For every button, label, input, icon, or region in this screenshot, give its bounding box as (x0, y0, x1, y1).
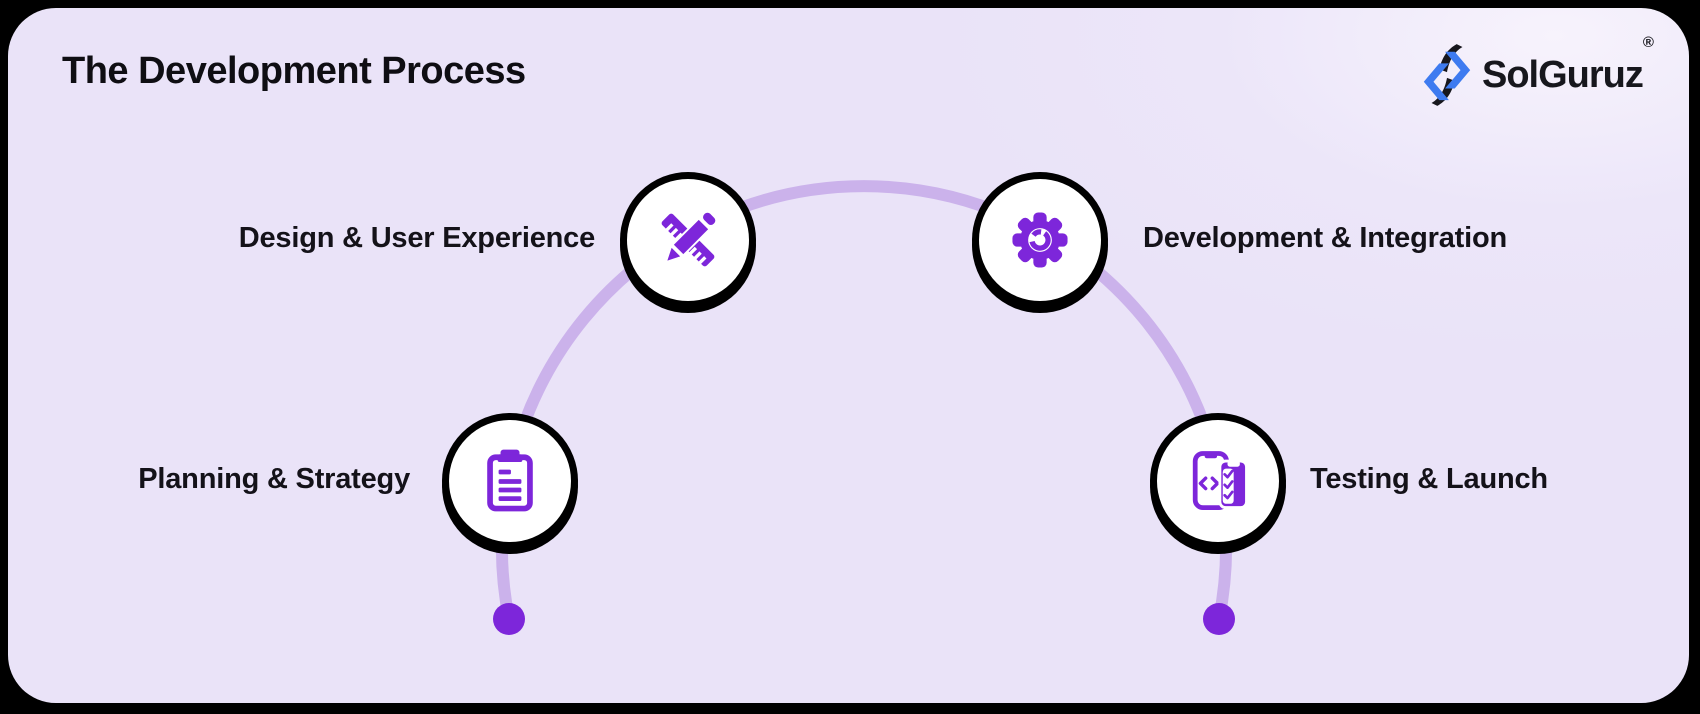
step-label-testing: Testing & Launch (1310, 463, 1548, 495)
solguruz-bolt-icon (1423, 44, 1471, 106)
process-arc (496, 180, 1232, 625)
step-label-design: Design & User Experience (238, 222, 595, 254)
pencil-ruler-icon (659, 210, 718, 269)
page-title: The Development Process (62, 50, 526, 92)
step-label-development: Development & Integration (1143, 222, 1507, 254)
arc-end-dot-left (493, 603, 525, 635)
registered-mark: ® (1642, 34, 1654, 51)
process-node-development (972, 172, 1108, 308)
solguruz-logo: SolGuruz® (1418, 34, 1654, 106)
process-node-testing (1150, 413, 1286, 549)
gear-sync-icon (1012, 212, 1068, 268)
step-label-planning: Planning & Strategy (138, 463, 410, 495)
clipboard-checklist-icon (487, 449, 533, 512)
phone-code-checklist-icon (1192, 451, 1248, 510)
process-node-design (620, 172, 756, 308)
infographic-panel (8, 8, 1689, 703)
process-node-planning (442, 413, 578, 549)
logo-wordmark: SolGuruz® (1482, 34, 1654, 96)
arc-end-dot-right (1203, 603, 1235, 635)
